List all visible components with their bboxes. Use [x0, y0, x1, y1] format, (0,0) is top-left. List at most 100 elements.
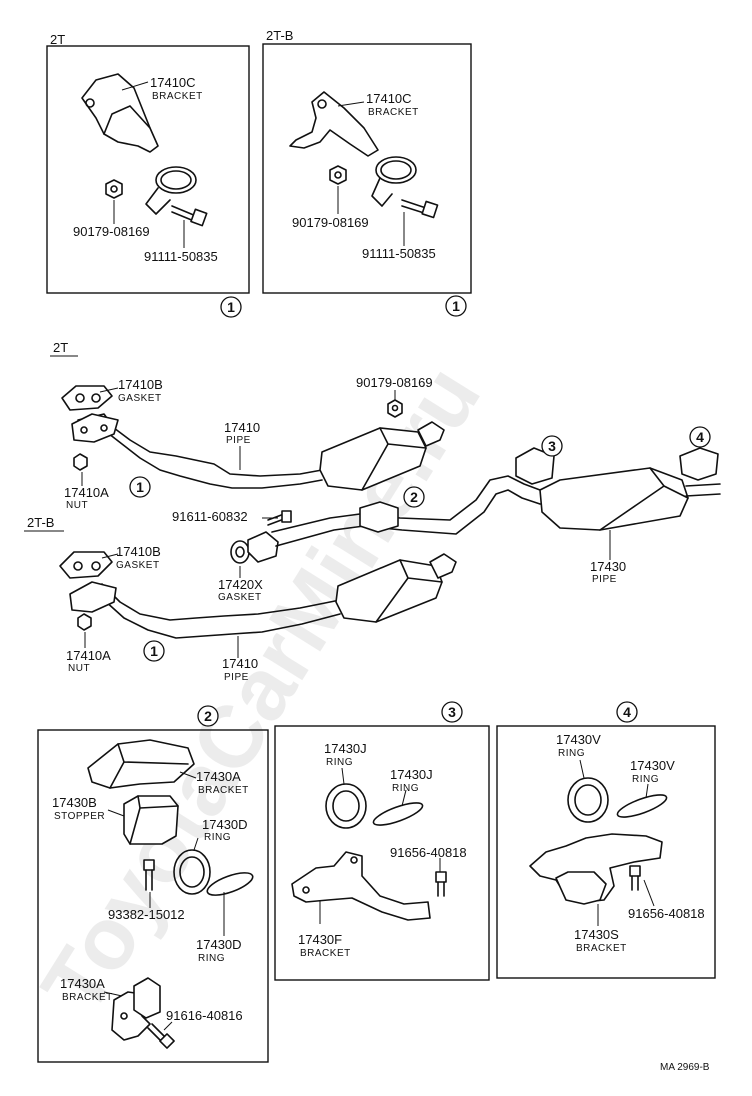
panel-2t: 2T 17410C BRACKET 90179-08169 91111-5083…: [46, 32, 250, 318]
detail-4: 4 17430V RING 17430V RING 91656-40818 17…: [496, 701, 716, 979]
center-pipe-shape: [271, 475, 541, 547]
ref-circle-1: [220, 296, 242, 318]
bolt-91111-number: 91111-50835: [144, 249, 218, 264]
main-2t-title: 2T: [53, 340, 68, 355]
bracket-fold: [103, 105, 151, 135]
bracket-17410c-b-shape: [289, 91, 379, 157]
front-pipe-flange: [71, 413, 119, 443]
nut-17410a-label: NUT: [66, 500, 88, 511]
ring-17430d-a-shape: [173, 849, 211, 895]
pipe-17410-number: 17410: [224, 420, 260, 435]
nut-90179-main-icon: [387, 399, 403, 418]
panel-2tb-title: 2T-B: [266, 28, 293, 43]
ring-17430d-a-number: 17430D: [202, 817, 248, 832]
bracket-17430s-number: 17430S: [574, 927, 619, 942]
hanger-4-shape: [679, 447, 719, 481]
bracket-17430a-bottom-number: 17430A: [60, 976, 105, 991]
figure-code: MA 2969-B: [660, 1062, 710, 1073]
ring-17430d-b-number: 17430D: [196, 937, 242, 952]
bolt-91656-d3-number: 91656-40818: [390, 845, 467, 860]
main-2tb-title: 2T-B: [27, 515, 54, 530]
muffler-2t-outlet: [417, 421, 445, 447]
nut-90179-icon: [105, 179, 123, 199]
pipe-17410-label: PIPE: [226, 435, 251, 446]
gasket-17410b-number: 17410B: [118, 377, 163, 392]
bracket-17430a-bottom-label: BRACKET: [62, 992, 113, 1003]
ref-main-1: [129, 476, 151, 498]
bolt-91611-number: 91611-60832: [172, 509, 248, 524]
ring-17430j-a-label: RING: [326, 757, 353, 768]
detail-3: 3 17430J RING 17430J RING 91656-40818 17…: [274, 701, 490, 981]
center-flange-shape: [247, 531, 279, 563]
ref-detail-2-label: 2: [204, 708, 212, 724]
ref-main-2-label: 2: [410, 489, 418, 505]
bracket-17430s-block: [555, 871, 607, 905]
bracket-17430f-shape: [291, 851, 431, 921]
panel-2tb: 2T-B 17410C BRACKET 90179-08169 91111-50…: [262, 28, 472, 317]
ref-detail-4: [616, 701, 638, 723]
panel-2tb-frame: [262, 43, 472, 294]
ring-17430v-a-number: 17430V: [556, 732, 601, 747]
front-pipe-2tb-flange: [69, 581, 117, 613]
bracket-17430a-top-number: 17430A: [196, 769, 241, 784]
stopper-17430b-shape: [123, 795, 179, 845]
ref-detail-4-label: 4: [623, 704, 631, 720]
ref-detail-3: [441, 701, 463, 723]
clamp-b-shape: [371, 156, 417, 207]
bolt-93382-icon: [143, 859, 155, 891]
bolt-91111-icon: [171, 205, 208, 227]
muffler-2tb-shape: [335, 559, 443, 623]
hanger-2-shape: [359, 501, 399, 533]
ref-main-2: [403, 486, 425, 508]
panel-2t-frame: [46, 45, 250, 294]
ref-circle-1b-label: 1: [452, 298, 460, 314]
bracket-hole-b: [317, 99, 327, 109]
bracket-17430f-label: BRACKET: [300, 948, 351, 959]
bracket-hole: [85, 98, 95, 108]
gasket-17420x-shape: [230, 540, 250, 564]
bracket-17430a-bottom-pad: [133, 977, 161, 1019]
gasket-17410b-b-label: GASKET: [116, 560, 160, 571]
bolt-91616-number: 91616-40816: [166, 1008, 243, 1023]
gasket-17420x-number: 17420X: [218, 577, 263, 592]
gasket-17420x-label: GASKET: [218, 592, 262, 603]
pipe-17430-number: 17430: [590, 559, 626, 574]
ring-17430d-b-shape: [206, 872, 254, 896]
bolt-91111-b-number: 91111-50835: [362, 246, 436, 261]
ring-17430v-a-shape: [567, 777, 609, 823]
tail-pipe-outlet: [685, 483, 721, 497]
ring-17430v-b-label: RING: [632, 774, 659, 785]
gasket-17410b-shape: [61, 385, 113, 411]
bracket-17430f-number: 17430F: [298, 932, 342, 947]
gasket-17410b-b-shape: [59, 551, 113, 579]
watermark: ToyotaCarMine.ru: [22, 349, 499, 1030]
bracket-17410c-number: 17410C: [150, 75, 196, 90]
tail-muffler-shape: [539, 467, 689, 531]
bolt-91656-d3-icon: [435, 871, 447, 897]
bolt-91111-b-icon: [401, 199, 439, 219]
bracket-17410c-label: BRACKET: [152, 91, 203, 102]
ref-main-3-label: 3: [548, 438, 556, 454]
bracket-17430s-label: BRACKET: [576, 943, 627, 954]
ref-main-1b: [143, 640, 165, 662]
bolt-93382-number: 93382-15012: [108, 907, 185, 922]
ref-detail-2: [197, 705, 219, 727]
gasket-17410b-label: GASKET: [118, 393, 162, 404]
detail-2: 2 17430A BRACKET 17430B: [37, 705, 269, 1063]
pipe-17430-label: PIPE: [592, 574, 617, 585]
ref-main-4: [689, 426, 711, 448]
bolt-91616-icon: [147, 1023, 175, 1049]
bracket-17430a-top-label: BRACKET: [198, 785, 249, 796]
ref-main-1-label: 1: [136, 479, 144, 495]
nut-17410a-b-icon: [77, 613, 92, 631]
main-assembly: 2T 2T-B: [24, 340, 721, 683]
ref-main-4-label: 4: [696, 429, 704, 445]
ref-circle-1b: [445, 295, 467, 317]
nut-90179-main-number: 90179-08169: [356, 375, 433, 390]
ring-17430v-b-number: 17430V: [630, 758, 675, 773]
ref-main-3: [541, 435, 563, 457]
detail-4-frame: [496, 725, 716, 979]
ref-main-1b-label: 1: [150, 643, 158, 659]
nut-17410a-b-number: 17410A: [66, 648, 111, 663]
